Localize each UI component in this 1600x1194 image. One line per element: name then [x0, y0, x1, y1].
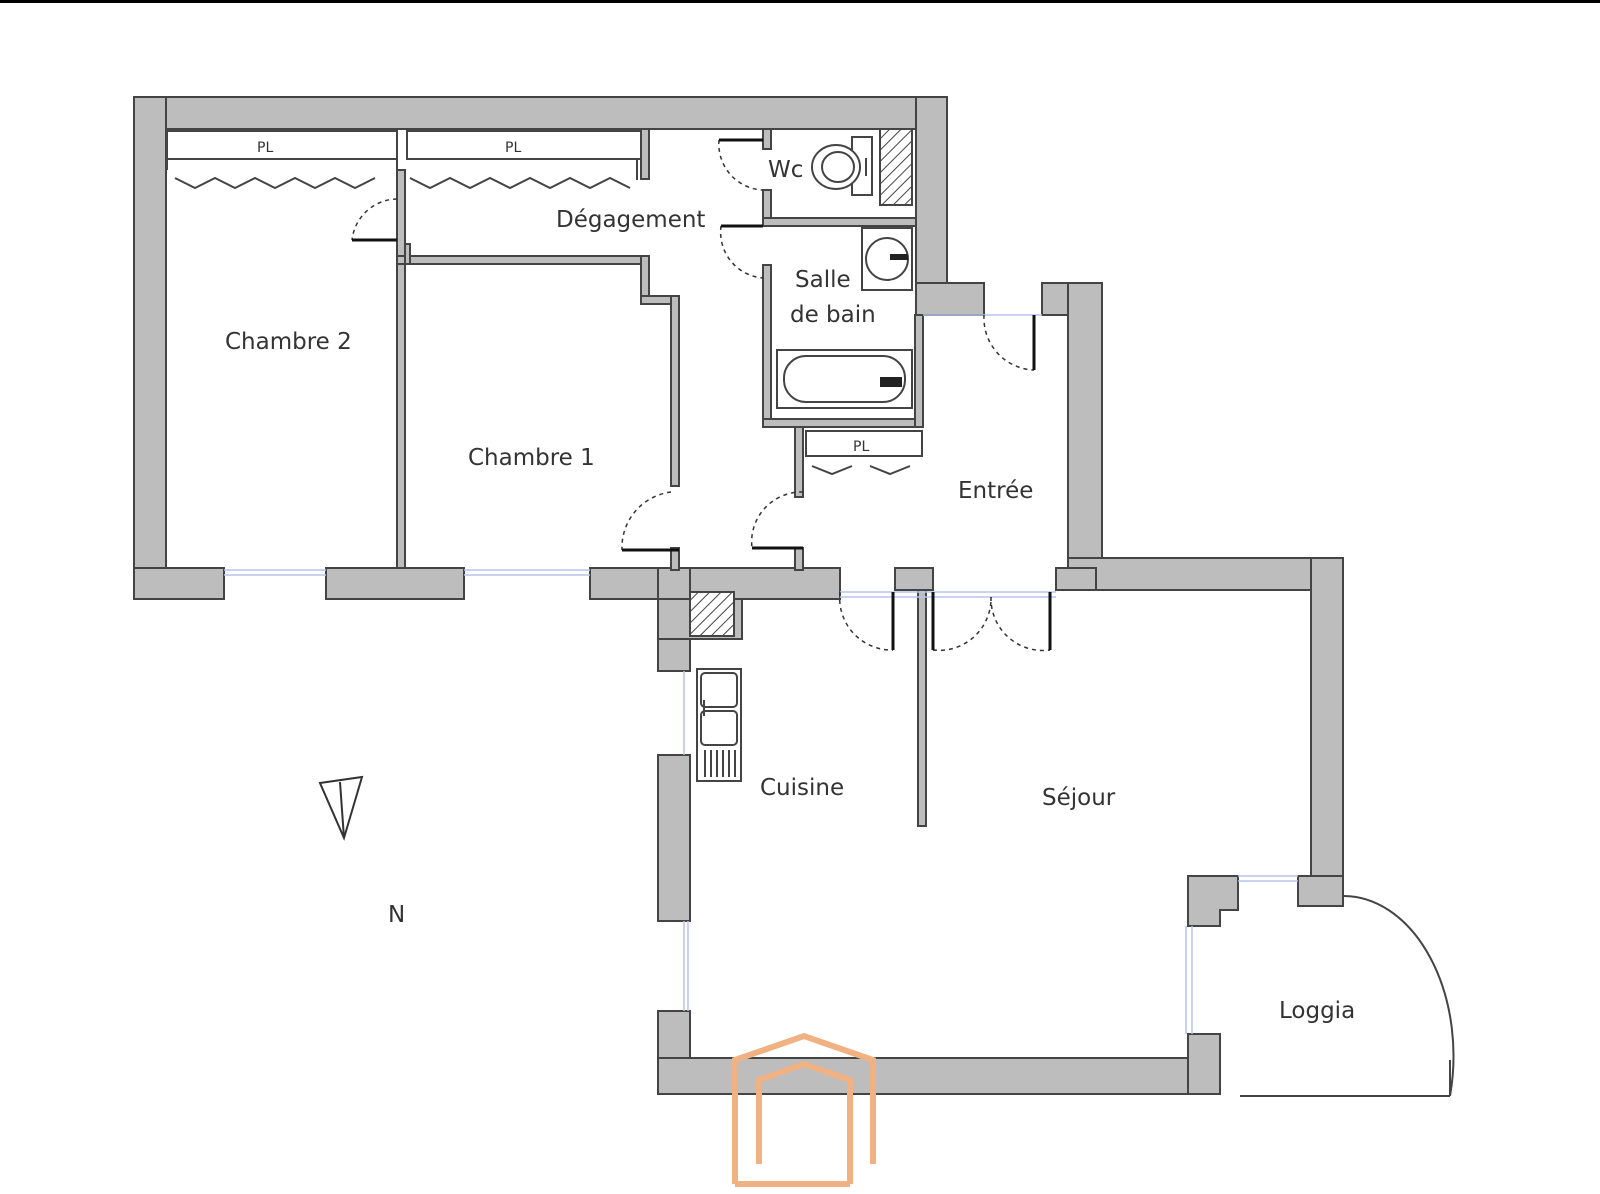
closet-label: PL [505, 140, 521, 156]
windows [224, 314, 1298, 1034]
top-border [0, 0, 1600, 3]
watermark-logo-icon [732, 1032, 876, 1187]
room-label-entree: Entrée [958, 478, 1033, 504]
exterior-walls [133, 96, 1344, 1095]
doors [351, 138, 1052, 652]
closet-entree [805, 430, 923, 476]
toilet-icon [811, 136, 873, 196]
loggia-outline [1240, 894, 1455, 1097]
washbasin-icon [861, 227, 913, 291]
closet-chambre2 [166, 130, 398, 190]
room-label-loggia: Loggia [1279, 998, 1355, 1024]
room-label-wc: Wc [768, 157, 803, 183]
room-label-chambre-2: Chambre 2 [225, 329, 352, 355]
closet-label: PL [853, 439, 869, 455]
room-label-cuisine: Cuisine [760, 775, 844, 801]
north-label: N [388, 902, 405, 928]
room-label-chambre-1: Chambre 1 [468, 445, 595, 471]
kitchen-sink-icon [696, 668, 742, 782]
room-label-salle-de-bain-line2: de bain [790, 302, 876, 328]
room-label-salle-de-bain-line1: Salle [795, 267, 851, 293]
closet-chambre1 [406, 130, 642, 190]
north-arrow-icon [318, 775, 364, 841]
bathtub-icon [776, 349, 913, 409]
ventilation-shaft [689, 591, 735, 637]
room-label-degagement: Dégagement [556, 207, 705, 233]
closet-label: PL [257, 140, 273, 156]
interior-walls [396, 128, 934, 827]
room-label-sejour: Séjour [1042, 785, 1116, 811]
ventilation-shaft [879, 128, 913, 206]
